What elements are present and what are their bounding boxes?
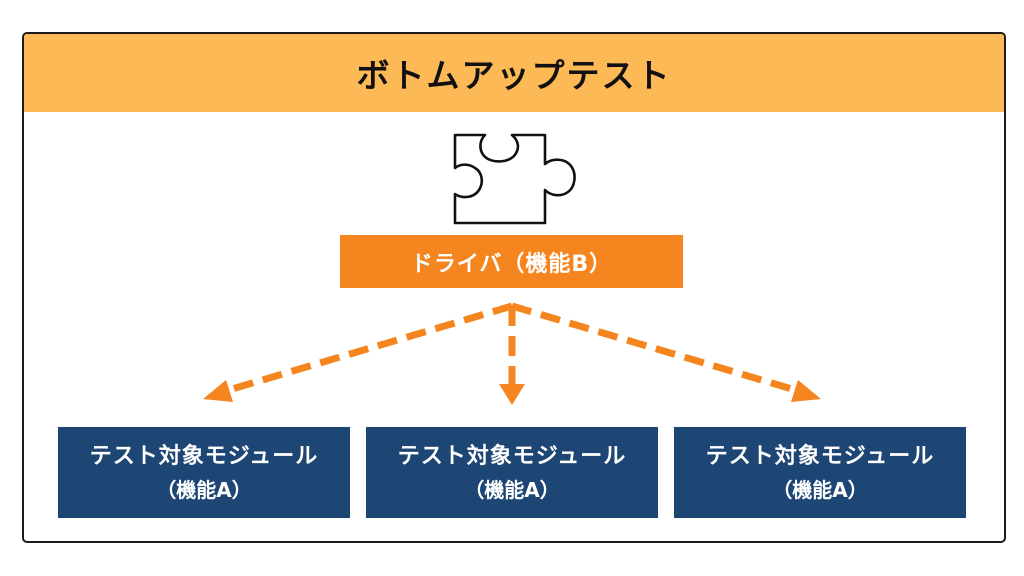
module-box-2: テスト対象モジュール （機能A） [366, 427, 658, 518]
module-title: テスト対象モジュール [89, 443, 319, 469]
driver-box: ドライバ（機能B） [340, 235, 683, 288]
diagram-title: ボトムアップテスト [356, 56, 672, 95]
module-subtitle: （機能A） [464, 477, 560, 502]
module-title: テスト対象モジュール [705, 443, 935, 469]
module-title: テスト対象モジュール [397, 443, 627, 469]
title-banner: ボトムアップテスト [24, 34, 1004, 112]
module-box-3: テスト対象モジュール （機能A） [674, 427, 966, 518]
module-subtitle: （機能A） [772, 477, 868, 502]
driver-label: ドライバ（機能B） [410, 251, 613, 277]
module-subtitle: （機能A） [156, 477, 252, 502]
puzzle-piece-icon [453, 133, 576, 225]
module-box-1: テスト対象モジュール （機能A） [58, 427, 350, 518]
